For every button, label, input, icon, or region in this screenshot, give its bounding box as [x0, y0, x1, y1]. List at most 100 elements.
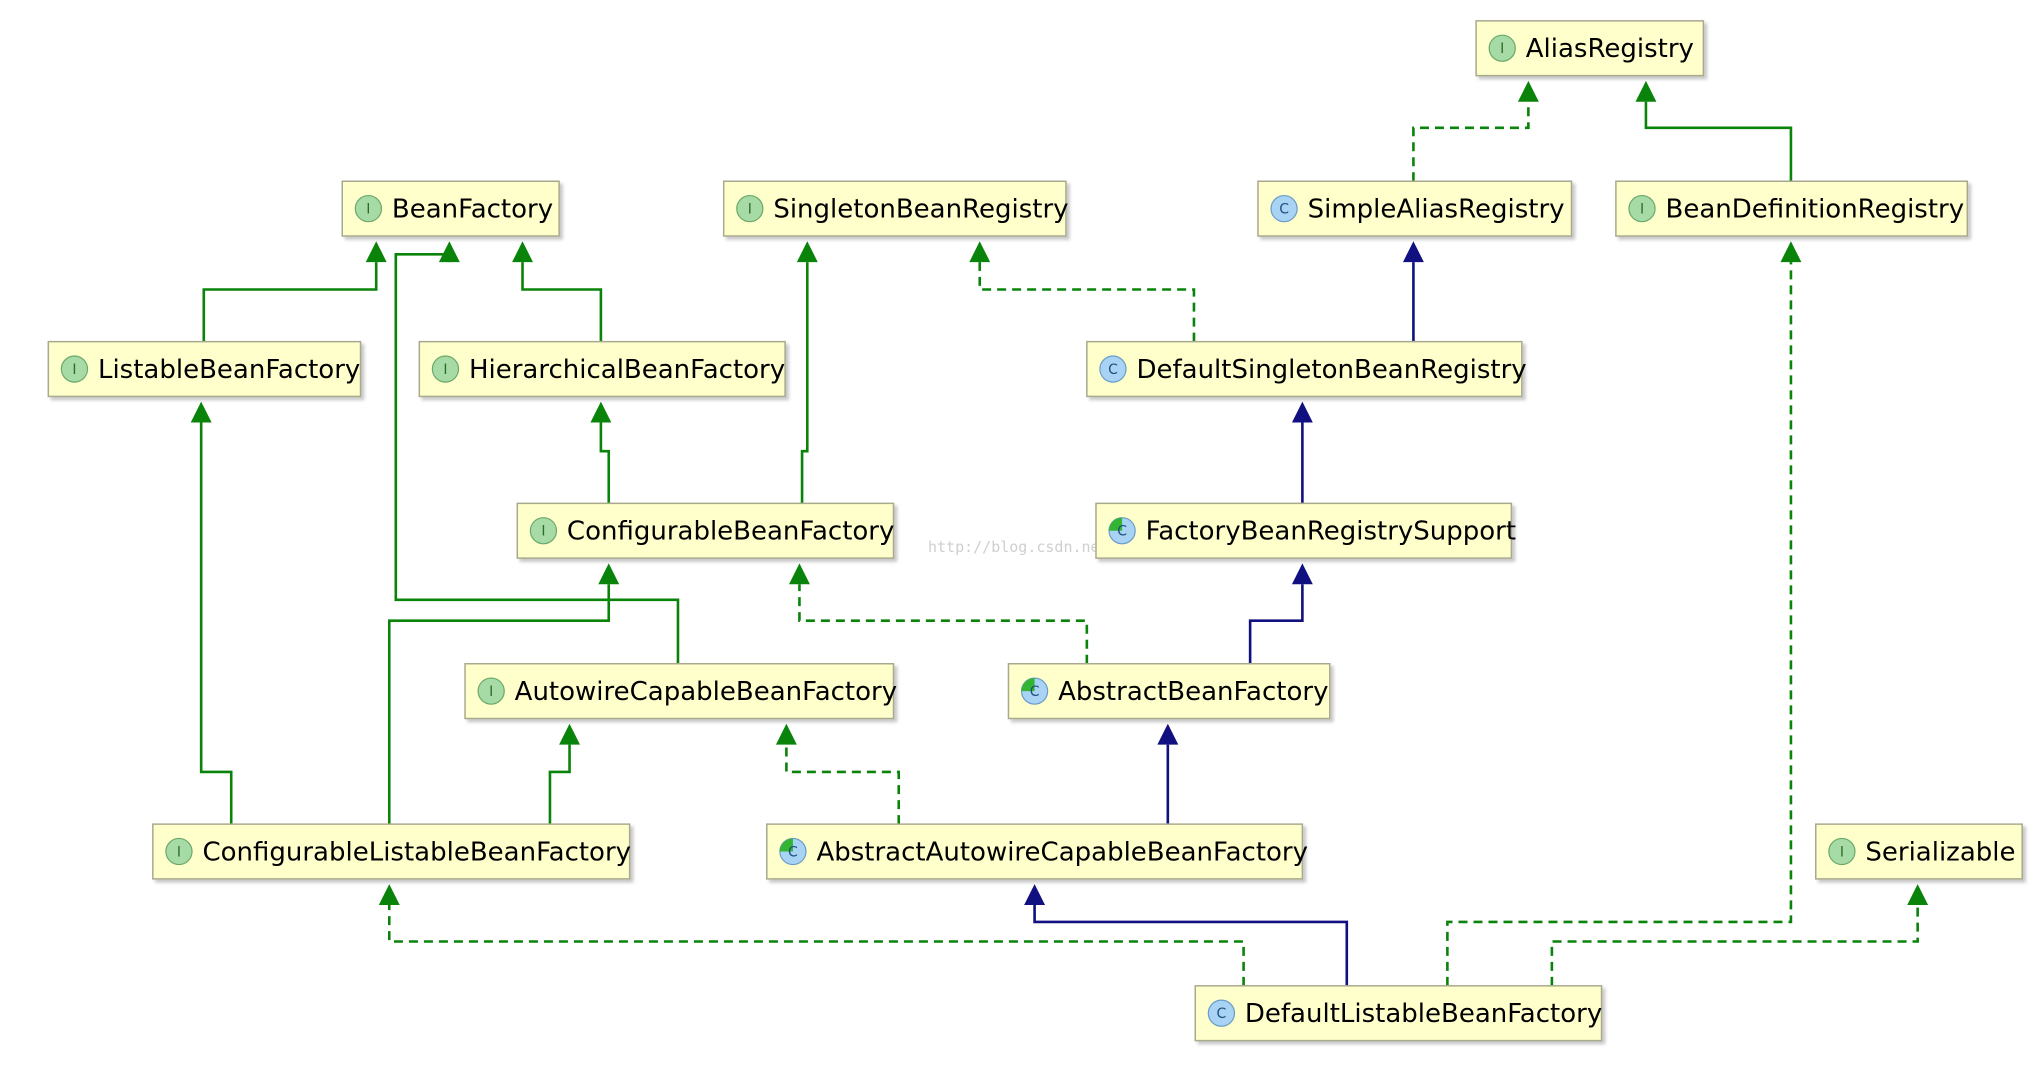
svg-text:I: I: [443, 362, 447, 378]
node-box: [722, 180, 1067, 237]
arrowhead: [559, 723, 580, 745]
arrowhead: [1157, 723, 1179, 745]
edge-autowire-capable-bean-factory-to-bean-factory: [394, 241, 680, 664]
abstract-class-icon: C: [1108, 517, 1136, 545]
node-configurable-bean-factory[interactable]: I ConfigurableBeanFactory: [516, 502, 895, 559]
svg-text:C: C: [1279, 202, 1289, 218]
edge-line: [387, 584, 611, 825]
node-box: [1007, 662, 1331, 720]
interface-icon: I: [736, 194, 764, 223]
edge-line: [387, 904, 1245, 986]
node-singleton-bean-registry[interactable]: I SingletonBeanRegistry: [722, 180, 1069, 237]
svg-text:I: I: [72, 362, 76, 378]
arrowhead: [365, 241, 387, 263]
node-box: [1194, 985, 1603, 1042]
arrowhead: [789, 563, 810, 585]
arrowhead: [775, 723, 797, 745]
node-label: AliasRegistry: [1526, 34, 1694, 64]
node-box: [1086, 340, 1523, 398]
edge-abstract-bean-factory-to-configurable-bean-factory: [789, 563, 1089, 664]
edge-line: [978, 262, 1196, 342]
node-box: [1257, 180, 1573, 237]
node-label: HierarchicalBeanFactory: [469, 355, 785, 385]
node-hierarchical-bean-factory[interactable]: I HierarchicalBeanFactory: [418, 340, 786, 398]
node-label: ListableBeanFactory: [98, 355, 360, 385]
arrowhead: [1907, 884, 1929, 905]
arrowhead: [598, 563, 620, 585]
node-label: AbstractBeanFactory: [1058, 677, 1328, 707]
abstract-class-icon: C: [1020, 677, 1049, 705]
edge-hierarchical-bean-factory-to-bean-factory: [512, 241, 603, 342]
node-bean-definition-registry[interactable]: I BeanDefinitionRegistry: [1615, 180, 1969, 237]
edge-line: [521, 262, 603, 342]
edge-default-singleton-bean-registry-to-simple-alias-registry: [1402, 241, 1424, 342]
edge-simple-alias-registry-to-alias-registry: [1412, 80, 1539, 182]
node-default-singleton-bean-registry[interactable]: C DefaultSingletonBeanRegistry: [1086, 340, 1527, 398]
node-label: FactoryBeanRegistrySupport: [1146, 517, 1516, 547]
edge-configurable-bean-factory-to-singleton-bean-registry: [796, 241, 818, 504]
edge-line: [394, 252, 680, 664]
arrowhead: [190, 401, 212, 423]
arrowhead: [438, 241, 460, 263]
edges: [190, 80, 1929, 986]
arrowhead: [796, 241, 818, 263]
edge-line: [1412, 101, 1530, 182]
node-box: [1615, 180, 1969, 237]
node-box: [766, 823, 1304, 880]
node-listable-bean-factory[interactable]: I ListableBeanFactory: [47, 340, 362, 398]
svg-text:I: I: [748, 202, 752, 218]
arrowhead: [378, 884, 400, 905]
node-box: [464, 662, 895, 720]
edge-line: [199, 422, 233, 825]
edge-abstract-autowire-capable-bean-factory-to-abstract-bean-factory: [1157, 723, 1179, 825]
node-label: Serializable: [1865, 838, 2015, 868]
edge-abstract-bean-factory-to-factory-bean-registry-support: [1248, 563, 1313, 664]
svg-text:C: C: [1216, 1006, 1226, 1022]
interface-icon: I: [165, 837, 193, 866]
svg-text:I: I: [366, 202, 370, 218]
svg-text:C: C: [1030, 684, 1040, 700]
edge-line: [800, 262, 809, 504]
node-label: SingletonBeanRegistry: [773, 195, 1068, 225]
interface-icon: I: [1628, 194, 1656, 223]
class-icon: C: [1270, 194, 1298, 223]
edge-line: [202, 262, 378, 342]
svg-text:I: I: [489, 684, 493, 700]
svg-text:I: I: [1500, 41, 1504, 57]
svg-text:I: I: [541, 524, 545, 540]
node-label: BeanDefinitionRegistry: [1666, 195, 1965, 225]
edge-default-singleton-bean-registry-to-singleton-bean-registry: [969, 241, 1196, 342]
interface-icon: I: [477, 677, 505, 705]
edge-listable-bean-factory-to-bean-factory: [202, 241, 387, 342]
svg-text:C: C: [1108, 362, 1118, 378]
node-label: DefaultSingletonBeanRegistry: [1136, 355, 1526, 385]
svg-text:I: I: [1640, 202, 1644, 218]
class-icon: C: [1099, 355, 1127, 383]
arrowhead: [1291, 563, 1313, 585]
node-factory-bean-registry-support[interactable]: C FactoryBeanRegistrySupport: [1095, 502, 1516, 559]
node-box: [516, 502, 895, 559]
node-abstract-bean-factory[interactable]: C AbstractBeanFactory: [1007, 662, 1331, 720]
node-alias-registry[interactable]: I AliasRegistry: [1475, 20, 1705, 77]
node-box: [152, 823, 631, 880]
arrowhead: [969, 241, 991, 263]
edge-line: [599, 422, 611, 504]
edge-configurable-listable-bean-factory-to-listable-bean-factory: [190, 401, 233, 825]
edge-default-listable-bean-factory-to-bean-definition-registry: [1446, 241, 1802, 986]
arrowhead: [1635, 80, 1657, 102]
abstract-class-icon: C: [779, 837, 807, 866]
svg-text:I: I: [177, 845, 181, 861]
node-label: ConfigurableBeanFactory: [567, 517, 894, 547]
edge-line: [548, 744, 571, 825]
edge-configurable-bean-factory-to-hierarchical-bean-factory: [590, 401, 612, 504]
arrowhead: [1780, 241, 1802, 263]
